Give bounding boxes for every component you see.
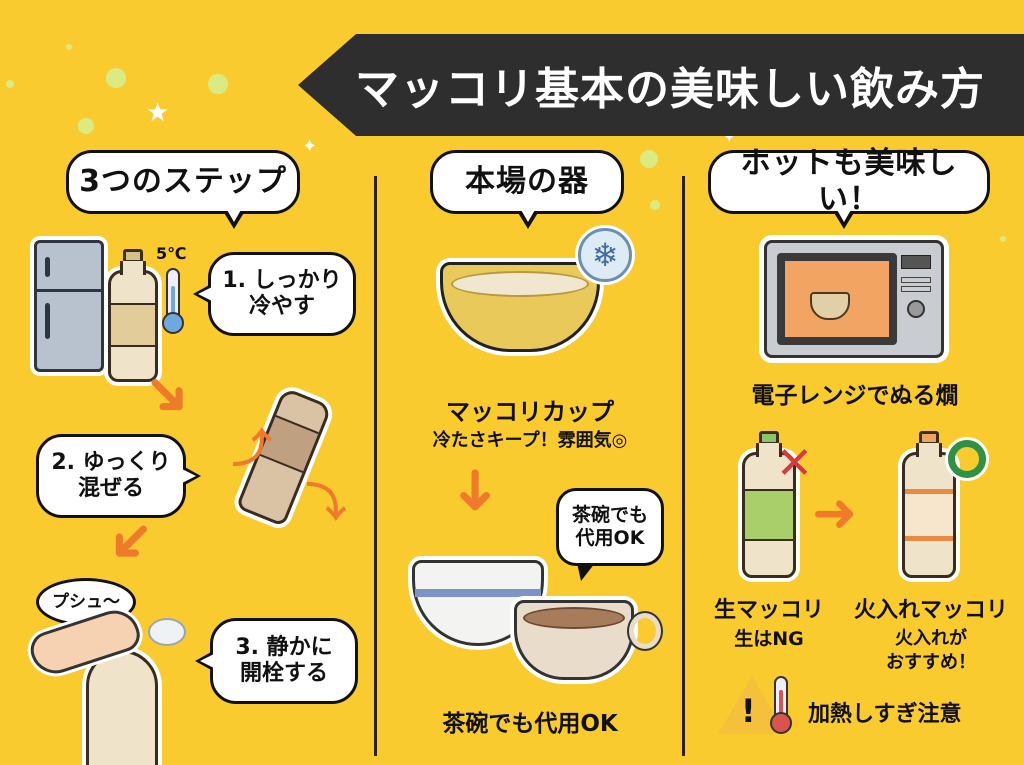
hot-thermometer-icon: [770, 676, 792, 734]
temperature-label: 5℃: [156, 244, 187, 263]
bottle-icon: [108, 249, 158, 382]
rotate-arrow-icon: ⤵: [306, 480, 346, 526]
pasteurized-note-line1: 火入れが: [895, 628, 967, 649]
ng-cross-icon: ✕: [776, 438, 813, 489]
heading-text: 本場の器: [465, 164, 589, 199]
decor-dot: [78, 118, 94, 134]
cup-name: マッコリカップ: [446, 398, 614, 426]
rotate-arrow-icon: ⤴: [232, 426, 272, 472]
refrigerator-icon: [34, 240, 104, 372]
exclamation-icon: !: [741, 692, 756, 730]
decor-dot: [1000, 236, 1006, 242]
puff-cloud-icon: [148, 618, 186, 646]
bubble-tail: [517, 208, 539, 229]
substitute-caption: 茶碗でも代用OK: [442, 711, 618, 737]
coffee-cup-icon: [514, 600, 663, 680]
raw-name: 生マッコリ: [713, 598, 824, 623]
decor-dot: [208, 74, 228, 94]
microwave-icon: [764, 240, 944, 358]
substitute-bubble: 茶碗でも 代用OK: [556, 488, 664, 581]
substitute-line1: 茶碗でも: [571, 504, 648, 527]
pasteurized-note-line2: おすすめ！: [886, 652, 976, 673]
step-1-line1: 1. しっかり: [222, 267, 342, 293]
bubble-tail: [193, 284, 212, 304]
decor-dot: [66, 44, 72, 50]
step-2-bubble: 2. ゆっくり 混ぜる: [36, 434, 201, 518]
decor-dot: [6, 80, 14, 88]
heading-text: 3つのステップ: [79, 164, 287, 199]
thermometer-icon: [162, 268, 184, 334]
step-2-line2: 混ぜる: [77, 476, 144, 501]
ok-circle-icon: [948, 440, 986, 478]
raw-note: 生はNG: [734, 628, 804, 650]
microwave-caption: 電子レンジでぬる燗: [751, 383, 959, 409]
decor-dot: [106, 68, 126, 88]
bubble-tail: [833, 208, 856, 229]
bubble-tail: [182, 466, 201, 486]
sparkle-star-icon: ★: [146, 98, 170, 128]
section-heading-steps: 3つのステップ: [66, 150, 300, 229]
step-1-bubble: 1. しっかり 冷やす: [193, 252, 356, 336]
section-heading-vessel: 本場の器: [430, 150, 624, 229]
title-banner: [298, 34, 1024, 136]
overheat-warning: 加熱しすぎ注意: [808, 702, 962, 727]
step-3-line1: 3. 静かに: [235, 634, 333, 660]
pasteurized-makgeolli-bottle-icon: [902, 431, 956, 578]
snowflake-icon: ❄: [578, 228, 632, 282]
open-bottle-icon: [86, 650, 158, 765]
steaming-cup-icon: [810, 292, 850, 320]
step-2-line1: 2. ゆっくり: [51, 449, 171, 475]
makgeolli-cup-icon: [440, 262, 600, 352]
section-heading-hot: ホットも美味しい！: [708, 146, 990, 229]
step-3-line2: 開栓する: [239, 661, 328, 686]
bubble-tail: [577, 563, 595, 581]
decor-dot: [650, 200, 660, 210]
sparkle-star-icon: ✦: [302, 136, 318, 157]
cup-note: 冷たさキープ！雰囲気◎: [432, 430, 628, 451]
raw-makgeolli-bottle-icon: [742, 431, 796, 578]
bubble-tail: [195, 651, 214, 671]
pasteurized-name: 火入れマッコリ: [853, 598, 1008, 623]
page-title: マッコリ基本の美味しい飲み方: [355, 64, 985, 115]
substitute-line2: 代用OK: [575, 527, 645, 549]
decor-dot: [640, 150, 658, 168]
step-1-line2: 冷やす: [248, 294, 315, 319]
column-divider: [682, 176, 685, 756]
bubble-tail: [223, 208, 246, 229]
sound-text: プシュ〜: [52, 591, 120, 612]
step-3-bubble: 3. 静かに 開栓する: [195, 618, 358, 704]
column-divider: [374, 176, 377, 756]
